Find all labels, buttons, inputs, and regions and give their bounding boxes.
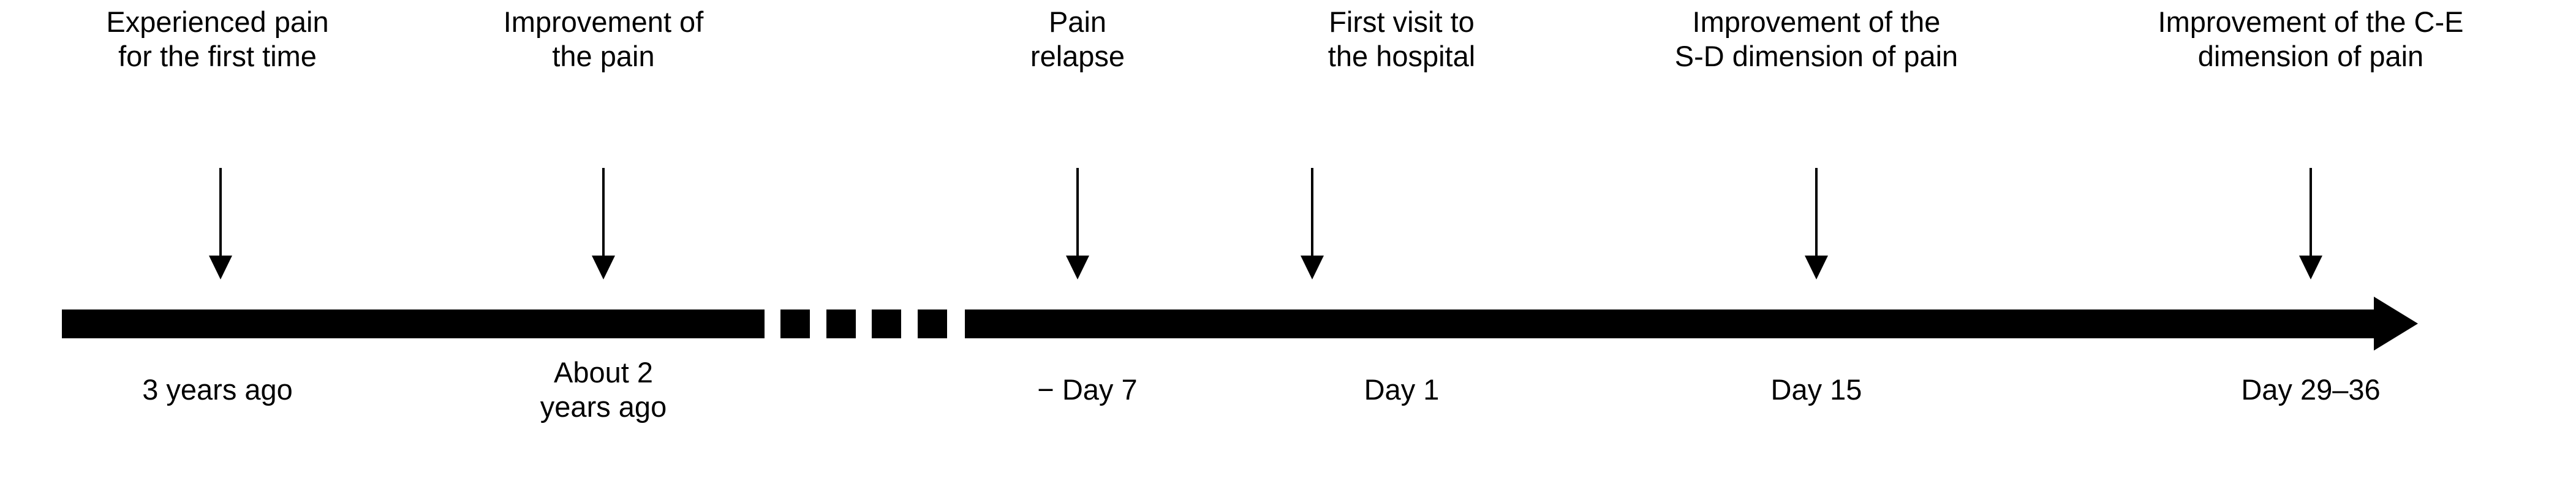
axis-segment-left — [62, 309, 765, 338]
marker-arrowhead-icon — [592, 256, 615, 279]
event-label-sd-dimension-improvement: Improvement of the S-D dimension of pain — [1674, 6, 1958, 72]
marker-shaft — [219, 168, 222, 256]
marker-arrowhead-icon — [209, 256, 232, 279]
axis-dash-4 — [918, 309, 947, 338]
axis-dash-3 — [872, 309, 901, 338]
axis-arrowhead-icon — [2374, 297, 2418, 351]
event-label-first-pain: Experienced pain for the first time — [106, 6, 329, 72]
marker-shaft — [2310, 168, 2312, 256]
axis-dash-2 — [826, 309, 856, 338]
marker-shaft — [1311, 168, 1313, 256]
event-label-ce-dimension-improvement: Improvement of the C-E dimension of pain — [2158, 6, 2464, 72]
time-label-ce-dimension-improvement: Day 29–36 — [2241, 373, 2381, 406]
marker-arrowhead-icon — [1301, 256, 1324, 279]
marker-shaft — [1815, 168, 1818, 256]
marker-arrowhead-icon — [2299, 256, 2322, 279]
time-label-sd-dimension-improvement: Day 15 — [1770, 373, 1862, 406]
axis-segment-right — [965, 309, 2374, 338]
event-label-pain-improvement: Improvement of the pain — [503, 6, 704, 72]
marker-shaft — [1076, 168, 1079, 256]
time-label-pain-relapse: − Day 7 — [1037, 373, 1138, 406]
axis-dash-1 — [780, 309, 810, 338]
event-label-first-hospital-visit: First visit to the hospital — [1328, 6, 1476, 72]
event-label-pain-relapse: Pain relapse — [1030, 6, 1125, 72]
time-label-first-pain: 3 years ago — [142, 373, 293, 406]
time-label-pain-improvement: About 2 years ago — [540, 356, 667, 423]
time-label-first-hospital-visit: Day 1 — [1364, 373, 1440, 406]
marker-arrowhead-icon — [1066, 256, 1089, 279]
marker-shaft — [602, 168, 605, 256]
marker-arrowhead-icon — [1805, 256, 1828, 279]
